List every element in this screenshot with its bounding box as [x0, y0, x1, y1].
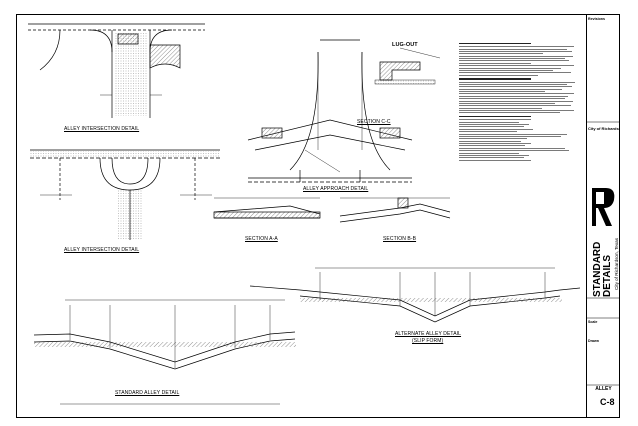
standard-alley-detail — [33, 299, 296, 405]
title-alley-intersection-lower: ALLEY INTERSECTION DETAIL — [64, 247, 140, 253]
section-b-b — [339, 197, 451, 223]
title-slip-form: (SLIP FORM) — [412, 338, 444, 344]
alley-intersection-top — [28, 23, 205, 118]
title-standard-alley: STANDARD ALLEY DETAIL — [115, 390, 180, 396]
titleblock-lines — [586, 121, 620, 386]
title-section-a-a: SECTION A-A — [245, 236, 278, 242]
title-section-c-c: SECTION C-C — [357, 119, 391, 125]
sheet-border — [16, 14, 620, 418]
sheet-topic: ALLEY — [595, 386, 612, 392]
section-a-a — [213, 197, 321, 219]
title-section-b-b: SECTION B-B — [383, 236, 417, 242]
city-header: City of Richardson — [588, 126, 619, 131]
revisions-label: Revisions — [588, 17, 605, 21]
alley-approach-detail — [247, 39, 413, 183]
title-alternate-alley: ALTERNATE ALLEY DETAIL — [395, 331, 462, 337]
general-notes — [459, 40, 579, 162]
sheet-title: STANDARD DETAILS — [592, 241, 613, 297]
scale-label: Scale — [588, 320, 598, 324]
title-alley-intersection-top: ALLEY INTERSECTION DETAIL — [64, 126, 140, 132]
city-name-vertical: City of Richardson, Texas — [614, 238, 619, 290]
sheet-number: C-8 — [600, 397, 615, 407]
drawn-label: Drawn — [588, 339, 599, 343]
title-block: Revisions City of Richardson STANDARD DE… — [586, 14, 620, 418]
alley-intersection-lower — [30, 149, 220, 240]
lug-out-detail — [374, 47, 441, 85]
city-logo — [592, 188, 615, 226]
title-lug-out: LUG-OUT — [392, 42, 418, 48]
title-alley-approach: ALLEY APPROACH DETAIL — [303, 186, 369, 192]
alternate-alley-detail — [249, 267, 581, 323]
